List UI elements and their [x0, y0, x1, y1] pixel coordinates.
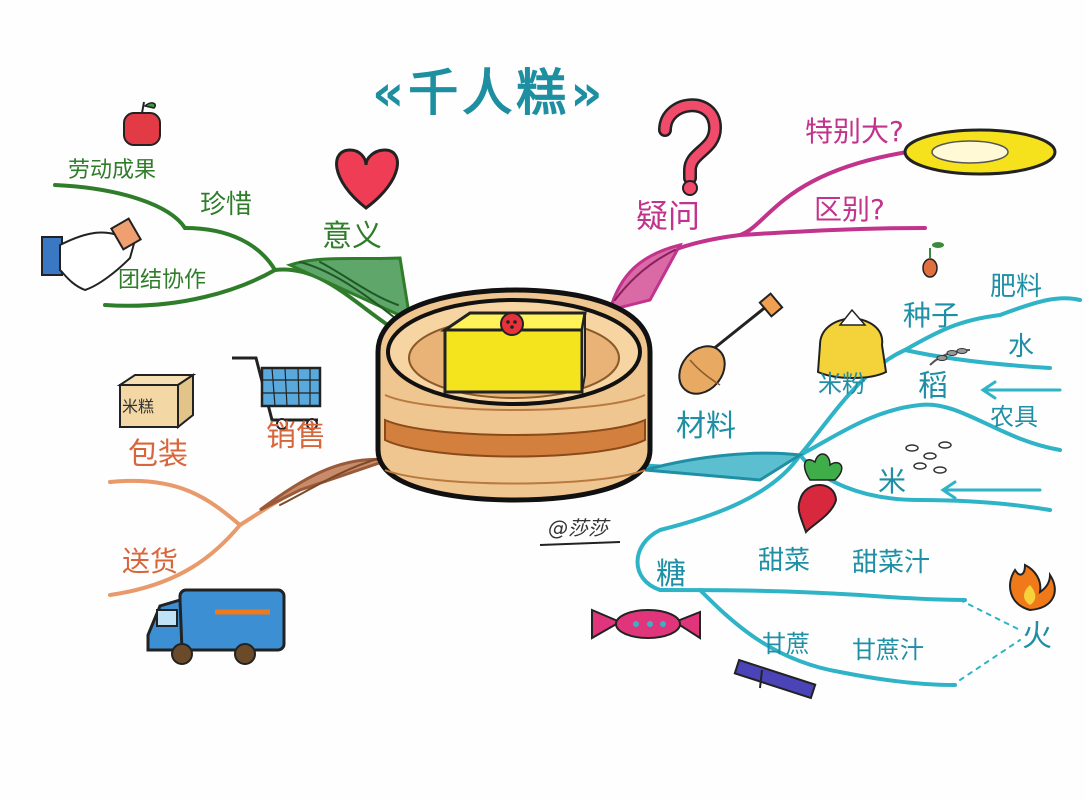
author-signature: @莎莎 — [548, 516, 608, 540]
sprout-icon — [922, 242, 944, 278]
material-fertilizer: 肥料 — [990, 272, 1043, 302]
material-rice-flour: 米粉 — [818, 370, 866, 398]
meaning-leaf-cooperation: 团结协作 — [118, 268, 207, 293]
steamer-cake — [375, 287, 653, 503]
sales-leaf-delivery: 送货 — [122, 545, 179, 578]
branch-label-meaning: 意义 — [322, 219, 382, 254]
material-sugarcane: 甘蔗 — [762, 630, 810, 658]
sales-branch — [108, 457, 390, 597]
question-leaf-difference: 区别? — [814, 193, 885, 226]
flour-sack-icon — [816, 308, 888, 379]
box-label: 米糕 — [122, 397, 155, 416]
apple-icon — [123, 101, 161, 146]
truck-icon — [146, 588, 286, 665]
material-paddy: 稻 — [918, 369, 948, 404]
branch-label-materials: 材料 — [676, 409, 736, 444]
material-sugar-beet: 甜菜 — [758, 546, 811, 576]
material-fire: 火 — [1022, 619, 1052, 654]
beet-icon — [797, 453, 843, 534]
page-title: «千人糕» — [372, 64, 607, 122]
box-icon — [116, 373, 197, 430]
meaning-branch — [53, 183, 412, 332]
heart-icon — [335, 148, 399, 210]
whisk-icon — [678, 292, 784, 395]
signature-underline — [539, 541, 621, 546]
branch-label-question: 疑问 — [636, 197, 701, 235]
branch-label-sales: 销售 — [266, 419, 326, 454]
material-sugar: 糖 — [656, 557, 686, 592]
meaning-leaf-labor: 劳动成果 — [68, 158, 157, 183]
rice-stalk-icon — [929, 348, 971, 366]
question-branch — [607, 148, 927, 313]
plate-icon — [903, 128, 1057, 176]
sales-leaf-packaging: 包装 — [128, 437, 188, 472]
material-rice: 米 — [878, 465, 907, 498]
shopping-cart-icon — [232, 356, 322, 430]
candy-icon — [591, 608, 701, 640]
rice-grains-icon — [905, 441, 952, 474]
meaning-sub-cherish: 珍惜 — [200, 190, 253, 220]
question-leaf-big: 特别大? — [805, 115, 904, 148]
fire-icon — [1009, 563, 1056, 612]
material-cane-juice: 甘蔗汁 — [852, 636, 924, 664]
material-seed: 种子 — [903, 299, 960, 332]
material-tools: 农具 — [990, 403, 1038, 431]
material-beet-juice: 甜菜汁 — [852, 548, 931, 578]
material-water: 水 — [1008, 332, 1035, 362]
handshake-icon — [41, 217, 143, 292]
materials-branch — [635, 296, 1082, 687]
question-mark-icon — [658, 98, 723, 196]
sugarcane-icon — [733, 658, 817, 700]
